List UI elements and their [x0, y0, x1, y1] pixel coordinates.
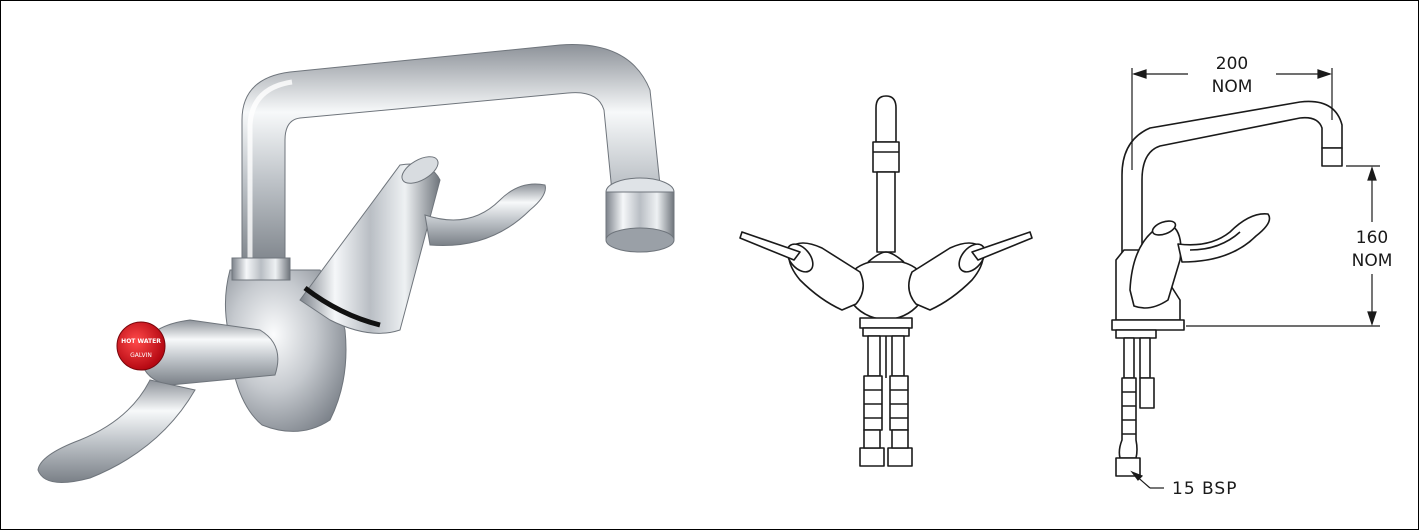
height-dimension-value: 160 — [1356, 228, 1388, 248]
front-tail-right — [891, 335, 905, 377]
thread-size-label: 15 BSP — [1172, 479, 1237, 499]
side-hose — [1118, 377, 1138, 459]
side-lever — [1177, 213, 1271, 263]
tap-photo: HOT WATER GALVIN — [37, 44, 675, 483]
front-nut-left — [859, 447, 885, 467]
side-tail-rear — [1139, 337, 1151, 379]
side-valve — [1139, 377, 1155, 409]
left-lever — [37, 379, 196, 483]
right-handle-cartridge — [299, 163, 441, 334]
indicator-label: HOT WATER — [121, 338, 161, 345]
indicator-brand: GALVIN — [130, 352, 152, 359]
right-lever — [424, 183, 546, 247]
spout — [241, 44, 661, 271]
front-elevation-drawing — [739, 95, 1033, 467]
width-dimension-unit: NOM — [1212, 77, 1253, 97]
front-left-lever — [739, 231, 801, 261]
side-nut — [1115, 457, 1141, 477]
front-hose-left — [863, 375, 883, 431]
side-tail — [1123, 337, 1135, 379]
side-cartridge — [1129, 223, 1182, 309]
hot-water-indicator — [116, 321, 166, 371]
side-spout-outlet — [1321, 147, 1343, 167]
side-base — [1111, 319, 1185, 331]
front-spout-collar — [872, 141, 900, 173]
side-elevation-drawing: 200 NOM 160 NOM 15 BSP — [1111, 52, 1404, 499]
thread-leader — [1130, 470, 1164, 489]
front-tail-left — [867, 335, 881, 377]
front-right-lever — [971, 231, 1033, 261]
front-spout — [875, 95, 897, 143]
height-dimension-unit: NOM — [1352, 251, 1393, 271]
front-nut-right — [887, 447, 913, 467]
width-dimension-value: 200 — [1216, 54, 1248, 74]
front-hose-right — [889, 375, 909, 431]
front-base — [859, 317, 913, 329]
